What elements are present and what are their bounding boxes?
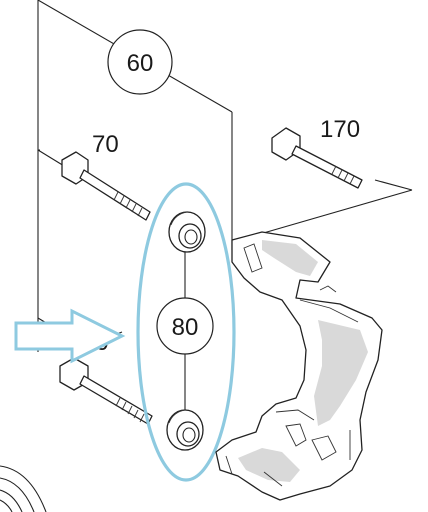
callout-170-label: 170 bbox=[320, 116, 360, 143]
bolt-70-top bbox=[61, 151, 151, 221]
callout-80-label: 80 bbox=[172, 314, 199, 341]
callout-80: 80 bbox=[156, 297, 214, 355]
callout-70-top-label: 70 bbox=[92, 131, 119, 158]
bushing-bottom bbox=[166, 409, 204, 451]
highlight-ellipse bbox=[136, 182, 236, 482]
callout-60-label: 60 bbox=[127, 50, 154, 77]
bushing-top bbox=[168, 211, 206, 253]
right-arrow-outline-icon bbox=[14, 308, 126, 364]
bolt-70-bottom bbox=[59, 357, 153, 425]
bolt-170 bbox=[271, 127, 363, 189]
callout-60: 60 bbox=[107, 29, 173, 95]
caliper-bracket bbox=[215, 231, 383, 501]
brake-disc-fragment bbox=[0, 465, 47, 512]
